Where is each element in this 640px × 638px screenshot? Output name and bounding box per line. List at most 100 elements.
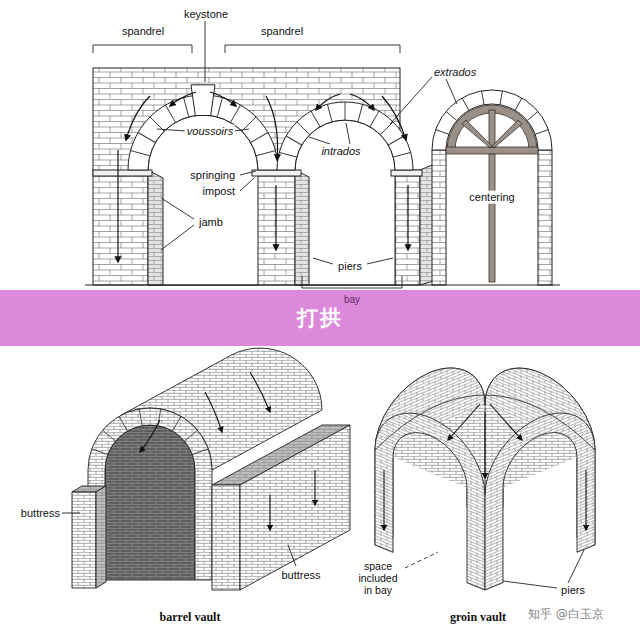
barrel-thrust-arrows	[205, 392, 222, 432]
centering-ring-joints	[527, 111, 538, 120]
barrel-vault	[72, 492, 96, 588]
barrel-thrust-arrows	[250, 372, 270, 412]
timber-centering	[489, 110, 495, 147]
thrust-arrows	[316, 94, 340, 110]
bracket-and-leader-lines	[234, 129, 249, 131]
groin-thrust-arrows	[490, 404, 522, 440]
bracket-and-leader-lines	[240, 178, 254, 191]
band-text: 打拱	[297, 304, 343, 332]
centering-ring-joints	[436, 129, 449, 134]
roman-arch-arcade	[85, 68, 560, 285]
roman-arch-arcade	[93, 170, 152, 176]
roman-arch-arcade	[295, 120, 395, 285]
timber-centering	[462, 120, 493, 147]
barrel-vault	[105, 425, 195, 580]
voussoir-joints	[370, 111, 379, 127]
part-label: buttress	[21, 507, 60, 520]
roman-arch-arcade	[252, 170, 301, 176]
barrel-vault	[72, 348, 350, 590]
part-label: piers	[561, 584, 585, 597]
bracket-and-leader-lines	[309, 137, 330, 144]
barrel-voussoir-joints	[192, 449, 208, 455]
part-label: intrados	[319, 145, 362, 158]
roman-arch-arcade	[277, 102, 413, 170]
voussoir-joints	[184, 98, 189, 117]
thrust-arrows	[407, 185, 408, 250]
voussoir-joints	[358, 104, 363, 121]
bracket-and-leader-lines	[93, 45, 192, 53]
bracket-and-leader-lines	[93, 21, 457, 288]
voussoir-joints	[327, 104, 332, 121]
barrel-leader-lines	[62, 513, 80, 514]
bracket-and-leader-lines	[157, 129, 186, 131]
roman-arch-arcade	[432, 90, 552, 150]
barrel-thrust-arrows	[140, 420, 160, 452]
thrust-arrows	[350, 94, 374, 110]
barrel-voussoir-joints	[184, 430, 197, 441]
bracket-and-leader-lines	[205, 21, 206, 82]
barrel-leader-lines	[288, 545, 296, 566]
part-label: piers	[336, 260, 364, 273]
voussoir-joints	[279, 152, 296, 157]
bracket-and-leader-lines	[346, 123, 350, 144]
voussoir-joints	[297, 122, 310, 135]
groin-thrust-arrows	[585, 470, 586, 530]
centering-ring-joints	[500, 91, 502, 105]
bracket-and-leader-lines	[302, 276, 402, 288]
bracket-and-leader-lines	[313, 258, 333, 264]
roman-arch-arcade	[538, 150, 552, 285]
bracket-and-leader-lines	[161, 198, 194, 219]
barrel-vault	[240, 425, 350, 590]
groin-leader-lines	[503, 581, 557, 588]
thrust-arrows	[126, 96, 150, 140]
centering-ring-joints	[446, 111, 457, 120]
barrel-voussoir-joints	[173, 416, 182, 431]
voussoir-joints	[256, 151, 275, 156]
thrust-arrows	[118, 92, 408, 262]
part-label: spandrel	[122, 25, 164, 38]
thrust-arrows	[210, 92, 236, 106]
roman-arch-arcade	[432, 150, 446, 285]
barrel-leader-lines	[62, 513, 296, 566]
thrust-arrows	[170, 92, 196, 106]
barrel-thrust-arrows	[140, 372, 315, 530]
centering-ring-joints	[482, 91, 484, 105]
barrel-voussoir-joints	[139, 409, 142, 426]
voussoir-joints	[345, 102, 346, 120]
barrel-vault	[212, 485, 240, 590]
title-band: 打拱	[0, 290, 640, 346]
barrel-thrust-arrows	[314, 470, 315, 505]
barrel-vault	[88, 408, 212, 580]
timber-centering	[491, 120, 522, 147]
part-label: spandrel	[261, 25, 303, 38]
roman-arch-arcade	[295, 170, 309, 285]
bracket-and-leader-lines	[161, 225, 194, 250]
keystone-block	[191, 85, 215, 116]
barrel-thrust-arrows	[269, 495, 270, 530]
voussoir-joints	[393, 152, 410, 157]
voussoir-joints	[217, 98, 222, 117]
thrust-arrows	[117, 150, 118, 262]
voussoir-joints	[131, 151, 150, 156]
barrel-voussoir-joints	[92, 449, 108, 455]
groin-vault	[375, 350, 595, 590]
centering-ring-joints	[515, 98, 522, 110]
timber-centering	[446, 105, 538, 282]
watermark: 知乎 @白玉京	[528, 606, 604, 623]
thrust-arrows	[382, 96, 406, 140]
groin-thrust-arrows	[484, 412, 485, 478]
bracket-and-leader-lines	[446, 79, 457, 104]
groin-thrust-arrows	[383, 470, 384, 530]
roman-arch-arcade	[85, 285, 560, 286]
groin-leader-lines	[568, 550, 584, 583]
part-label: springing	[188, 169, 237, 182]
voussoir-joints	[166, 105, 176, 122]
groin-thrust-arrows	[384, 404, 586, 530]
barrel-voussoir-joints	[103, 430, 116, 441]
part-label: voussoirs	[185, 125, 235, 138]
groin-leader-lines	[405, 552, 438, 568]
voussoir-joints	[311, 111, 320, 127]
part-label: buttress	[281, 569, 320, 582]
